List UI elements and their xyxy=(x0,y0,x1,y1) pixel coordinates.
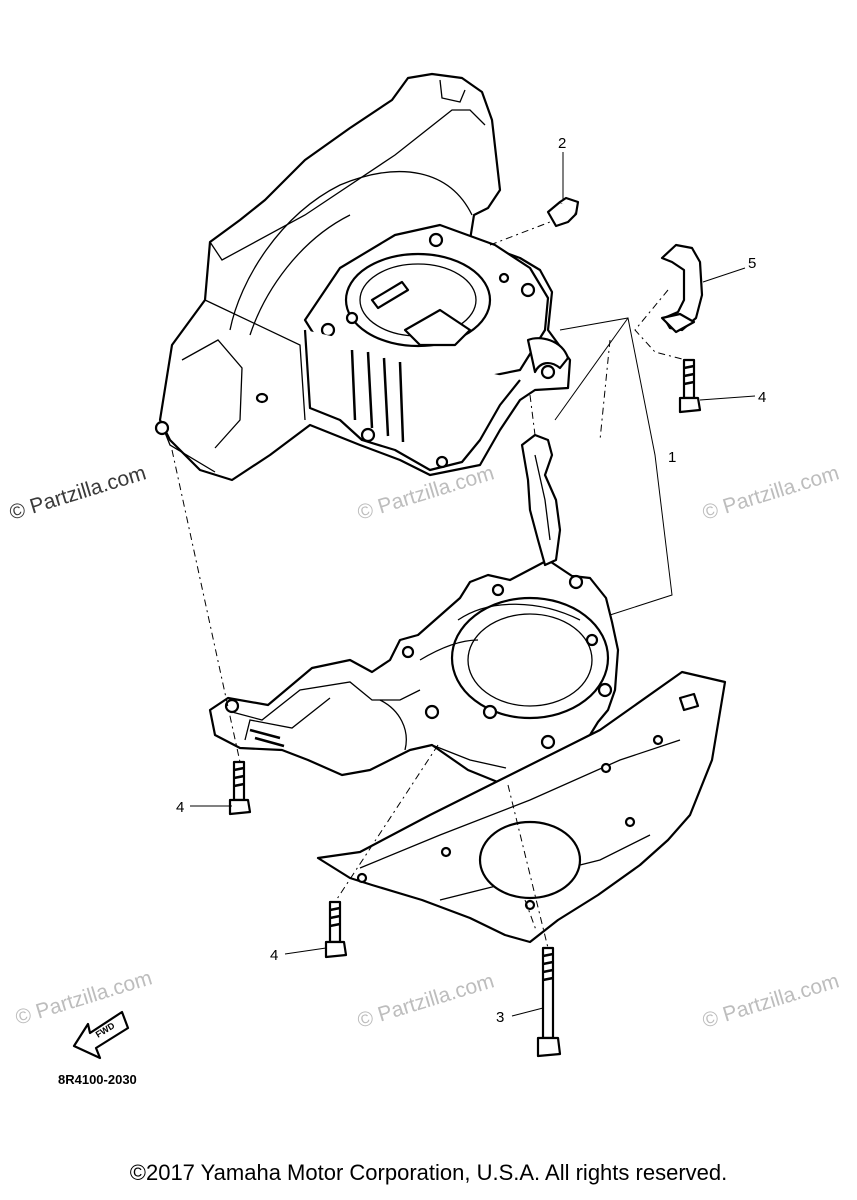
callouts: 1 2 3 4 4 4 5 xyxy=(176,135,766,1026)
callout-5: 5 xyxy=(748,255,756,272)
callout-4-upper-right: 4 xyxy=(758,389,766,406)
lower-crankcase xyxy=(208,558,620,787)
watermark-bottom-left: © Partzilla.com xyxy=(13,966,155,1029)
leader-lines xyxy=(190,152,756,1017)
copyright-notice: ©2017 Yamaha Motor Corporation, U.S.A. A… xyxy=(129,1160,728,1185)
callout-1-bracket xyxy=(554,317,673,616)
bolt-left xyxy=(228,760,252,816)
bolt-long xyxy=(536,946,562,1058)
watermark-bottom-center: © Partzilla.com xyxy=(355,969,497,1032)
watermark-bottom-right: © Partzilla.com xyxy=(700,969,842,1032)
alignment-lines xyxy=(171,221,687,949)
seal-piece xyxy=(520,433,562,567)
callout-2: 2 xyxy=(558,135,566,152)
clamp xyxy=(660,243,704,334)
watermark-left: © Partzilla.com xyxy=(7,461,149,524)
callout-4-bottom: 4 xyxy=(270,947,278,964)
upper-crankcase xyxy=(154,72,572,482)
bolt-upper-right xyxy=(678,358,702,414)
fwd-arrow-icon: FWD xyxy=(72,1010,130,1060)
plug xyxy=(546,196,580,228)
bolt-bottom-left xyxy=(324,900,348,959)
diagram-code: 8R4100-2030 xyxy=(58,1072,137,1087)
callout-3: 3 xyxy=(496,1009,504,1026)
watermark-right: © Partzilla.com xyxy=(700,461,842,524)
bottom-plate xyxy=(316,670,727,944)
callout-4-left: 4 xyxy=(176,799,184,816)
callout-1: 1 xyxy=(668,449,676,466)
